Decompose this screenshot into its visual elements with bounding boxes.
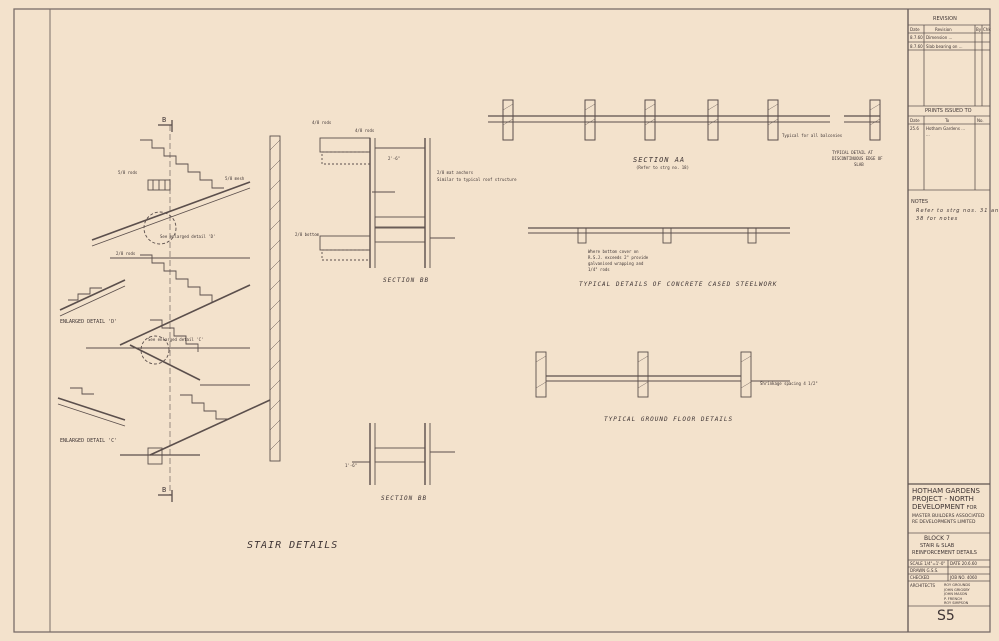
project-for: FOR [966,505,977,511]
section-aa-label: SECTION AA [633,156,686,164]
annot-mesh: 5/8 mesh [225,176,245,181]
architect-4: P. FRENCH [944,596,963,601]
annot-rods-top: 4/8 rods [312,120,332,125]
where-no-spec-line-3: galvanised wrapping and [588,261,644,266]
annot-dim-1-6: 1'-6" [345,463,358,468]
enlarged-detail-c-label: ENLARGED DETAIL 'C' [60,438,118,444]
annot-rods-b: 4/8 rods [355,128,375,133]
revision-row-2-text: Slab bearing on ... [926,44,963,49]
section-marker-bottom: B [162,486,167,494]
edge-detail-line-3: SLAB [854,162,864,167]
revision-col-revision: Revision [935,27,952,32]
notes-line-2: 38 for notes [916,216,959,222]
prints-col-no: No. [977,118,984,123]
annot-shrinkage: Shrinkage spacing 4 1/2" [760,381,818,386]
prints-col-date: Date [910,118,920,123]
edge-detail-label: TYPICAL DETAIL AT DISCONTINUOUS EDGE OF … [832,150,883,168]
revision-col-chk: Chk [983,27,991,32]
revision-row-2-date: 8.7.60 [910,44,923,49]
where-no-spec-line-4: 1/4" rods [588,267,610,272]
edge-detail-line-2: DISCONTINUOUS EDGE OF [832,156,883,161]
client-name: MASTER BUILDERS ASSOCIATED RE DEVELOPMEN… [912,514,985,526]
project-line-1: HOTHAM GARDENS [912,487,980,495]
scale-value: 1/4"=1'-0" [924,561,946,566]
edge-detail-line-1: TYPICAL DETAIL AT [832,150,873,155]
annot-where-no-spec: Where bottom cover on R.S.J. exceeds 2" … [588,249,648,273]
architect-2: JOHN GRIGSBY [944,587,970,592]
job-label: JOB NO. [950,575,966,580]
annot-bottom: 2/8 bottom [295,232,320,237]
annot-rods-a: 5/8 rods [118,170,138,175]
notes-heading: NOTES [911,199,929,205]
section-aa-note: (Refer to strg no. 18) [636,165,689,170]
drawn-field: DRAWN G.S.S. [910,568,938,573]
section-marker-top: B [162,116,167,124]
prints-row-1-date: 25.6 [910,126,919,131]
checked-label: CHECKED [910,575,930,580]
drawn-label: DRAWN [910,568,926,573]
scale-field: SCALE 1/4"=1'-0" [910,561,945,566]
where-no-spec-line-1: Where bottom cover on [588,249,639,254]
prints-col-to: To [945,118,950,123]
stair-details-title: STAIR DETAILS [247,540,339,551]
revision-row-1-text: Dimension ... [926,35,953,40]
annot-typical-all: Typical for all balconies [782,133,843,138]
project-line-2: PROJECT - NORTH [912,495,974,503]
block-number: BLOCK 7 [924,535,950,542]
architects-label: ARCHITECTS [910,583,936,588]
annot-mat-anchors: 2/8 mat anchors [437,170,474,175]
revision-heading: REVISION [933,16,957,22]
prints-heading: PRINTS ISSUED TO [925,108,972,114]
architects-list: ROY GROUNDS JOHN GRIGSBY JOHN MASON P. F… [944,583,970,606]
client-line-1: MASTER BUILDERS ASSOCIATED [912,514,985,519]
section-bb-top-label: SECTION BB [383,277,430,284]
architect-3: JOHN MASON [944,592,968,596]
project-line-3: DEVELOPMENT [912,503,965,511]
section-bb-bottom-label: SECTION BB [381,495,428,502]
ground-floor-label: TYPICAL GROUND FLOOR DETAILS [604,416,734,423]
prints-row-1-to: Hotham Gardens ... [926,126,966,131]
notes-text: Refer to strg nos. 31 and 38 for notes [916,207,999,223]
annot-similar: Similar to typical roof structure [437,177,517,182]
prints-row-2-to: ... [926,132,930,137]
see-enlarged-c: See enlarged detail 'C' [148,337,204,342]
architect-5: ROY SIMPSON [944,601,969,605]
drawn-value: G.S.S. [926,568,939,573]
enlarged-detail-d-label: ENLARGED DETAIL 'D' [60,319,118,325]
sheet-number: S5 [937,608,955,624]
drawing-title-line-1: STAIR & SLAB [920,543,955,549]
where-no-spec-line-2: R.S.J. exceeds 2" provide [588,255,649,260]
date-value: 20.6.60 [961,561,977,566]
project-name: HOTHAM GARDENS PROJECT - NORTH DEVELOPME… [912,487,980,512]
scale-label: SCALE [910,561,923,566]
notes-line-1: Refer to strg nos. 31 and [916,208,999,214]
checked-field: CHECKED [910,575,929,580]
drawing-title-line-2: REINFORCEMENT DETAILS [912,550,977,556]
architect-1: ROY GROUNDS [944,583,971,587]
job-field: JOB NO. 4060 [950,575,977,580]
see-enlarged-d: See enlarged detail 'D' [160,234,216,239]
drawing-title: STAIR & SLAB REINFORCEMENT DETAILS [912,543,977,557]
annot-dim-2-6: 2'-6" [388,156,401,161]
revision-row-1-date: 8.7.60 [910,35,923,40]
revision-col-by: By [976,27,982,32]
job-value: 4060 [966,575,978,580]
date-label: DATE [950,561,961,566]
client-line-2: RE DEVELOPMENTS LIMITED [912,520,976,525]
annot-rods-bottom: 2/8 rods [116,251,136,256]
date-field: DATE 20.6.60 [950,561,977,566]
revision-col-date: Date [910,27,920,32]
concrete-cased-label: TYPICAL DETAILS OF CONCRETE CASED STEELW… [579,281,778,288]
